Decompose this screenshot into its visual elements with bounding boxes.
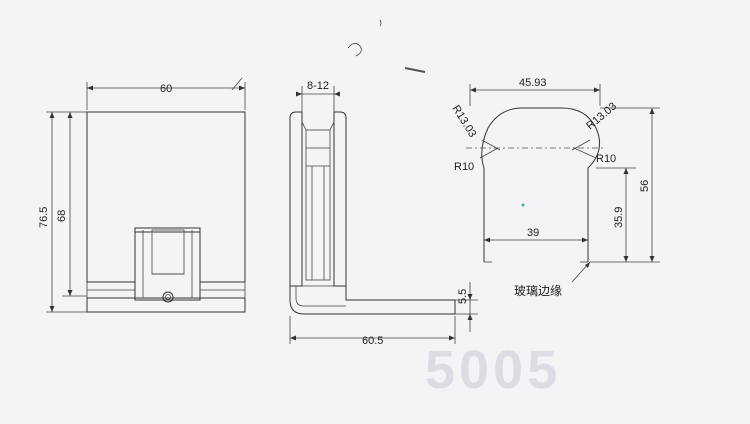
top-width-label: 45.93 (519, 77, 547, 89)
top-view: 45.93 R13.03 R13.03 R10 R10 39 35.9 56 玻… (449, 77, 660, 298)
base-thickness-label: 5.5 (457, 289, 469, 304)
glass-edge-label: 玻璃边缘 (514, 284, 562, 298)
inner-height-label: 35.9 (613, 207, 625, 228)
radius-right-label: R10 (596, 153, 616, 165)
radius-top-left-label: R13.03 (449, 103, 478, 139)
front-height-outer-label: 76.5 (38, 207, 50, 228)
radius-left-label: R10 (454, 161, 474, 173)
front-width-label: 60 (160, 83, 172, 95)
watermark: 5005 (425, 340, 561, 400)
front-view: 60 76.5 68 (38, 82, 246, 313)
base-length-label: 60.5 (362, 335, 383, 347)
front-height-inner-label: 68 (56, 210, 68, 222)
total-height-label: 56 (639, 180, 651, 192)
side-view: 8-12 60.5 5.5 (289, 80, 478, 347)
bottom-width-label: 39 (527, 227, 539, 239)
glass-thickness-label: 8-12 (307, 80, 329, 92)
radius-top-right-label: R13.03 (584, 100, 619, 132)
